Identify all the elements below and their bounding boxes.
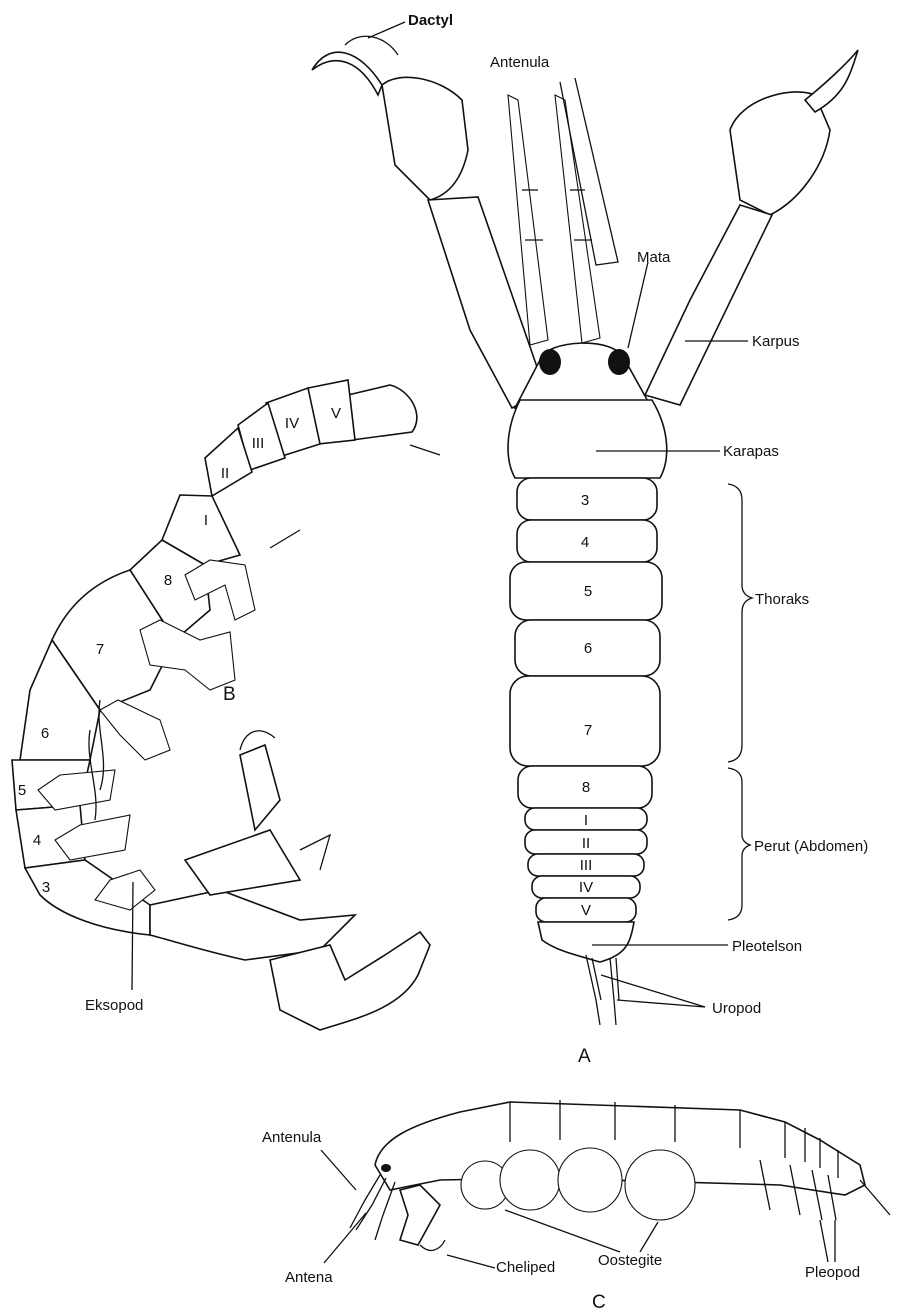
panel-a-seg-5: 5	[584, 583, 592, 600]
panel-b-tail-end	[348, 385, 417, 440]
panel-a-abd-3: III	[580, 857, 593, 874]
label-uropod: Uropod	[712, 1000, 761, 1017]
panel-b-seg-7: 7	[96, 641, 104, 658]
panel-b-numeral-1: I	[204, 512, 208, 529]
panel-c-oostegite-4	[625, 1150, 695, 1220]
panel-a-right-carpus	[645, 205, 772, 405]
panel-a-seg-4: 4	[581, 534, 589, 551]
label-thoraks: Thoraks	[755, 591, 809, 608]
panel-b-numeral-5: V	[331, 405, 341, 422]
panel-a-specimen	[312, 36, 858, 1025]
panel-b-seg-5: 5	[18, 782, 26, 799]
panel-a-left-eye	[539, 349, 561, 375]
panel-a-right-dactyl	[805, 50, 858, 112]
panel-c-letter: C	[592, 1292, 606, 1313]
panel-b-numeral-2: II	[221, 465, 229, 482]
panel-a-right-uropod	[610, 958, 616, 1025]
panel-b-propodus	[240, 745, 280, 830]
panel-c-antenna	[375, 1182, 395, 1240]
panel-a-seg-3: 3	[581, 492, 589, 509]
panel-b-numeral-4: IV	[285, 415, 299, 432]
perut-brace	[728, 768, 750, 920]
label-pleotelson: Pleotelson	[732, 938, 802, 955]
panel-c-eye	[381, 1164, 391, 1172]
panel-b-carpus	[185, 830, 300, 895]
panel-a-left-dactyl	[312, 52, 382, 95]
panel-b-seg-6: 6	[41, 725, 49, 742]
panel-a-abd-4: IV	[579, 879, 593, 896]
label-pleopod: Pleopod	[805, 1264, 860, 1281]
panel-a-right-antennule	[555, 95, 600, 343]
panel-c-antennule	[350, 1175, 380, 1228]
label-karapas: Karapas	[723, 443, 779, 460]
panel-b-letter: B	[223, 684, 236, 705]
label-antenula-a: Antenula	[490, 54, 550, 71]
panel-c-cheliped	[400, 1185, 440, 1245]
panel-b-seg-4: 4	[33, 832, 41, 849]
label-antena: Antena	[285, 1269, 333, 1286]
panel-c-oostegite-2	[500, 1150, 560, 1210]
panel-b-numeral-3: III	[252, 435, 265, 452]
label-mata: Mata	[637, 249, 671, 266]
panel-c-specimen	[350, 1100, 890, 1250]
label-antenula-c: Antenula	[262, 1129, 322, 1146]
panel-b-seg-3: 3	[42, 879, 50, 896]
panel-a-carapace	[508, 400, 667, 478]
panel-a-abd-1: I	[584, 812, 588, 829]
label-cheliped: Cheliped	[496, 1259, 555, 1276]
panel-a-left-cheliped-propodus	[382, 77, 468, 200]
panel-a-right-eye	[608, 349, 630, 375]
label-oostegite: Oostegite	[598, 1252, 662, 1269]
panel-b-seg-8: 8	[164, 572, 172, 589]
label-dactyl: Dactyl	[408, 12, 453, 29]
thoraks-brace	[728, 484, 752, 762]
panel-a-letter: A	[578, 1046, 591, 1067]
label-eksopod: Eksopod	[85, 997, 143, 1014]
label-karpus: Karpus	[752, 333, 800, 350]
panel-a-seg-8: 8	[582, 779, 590, 796]
panel-a-abd-2: II	[582, 835, 590, 852]
panel-a-head	[515, 343, 650, 408]
panel-a-seg-7: 7	[584, 722, 592, 739]
panel-a-seg-6: 6	[584, 640, 592, 657]
panel-a-thorax-segment-7	[510, 676, 660, 766]
panel-c-oostegite-3	[558, 1148, 622, 1212]
panel-a-abd-5: V	[581, 902, 591, 919]
label-perut: Perut (Abdomen)	[754, 838, 868, 855]
